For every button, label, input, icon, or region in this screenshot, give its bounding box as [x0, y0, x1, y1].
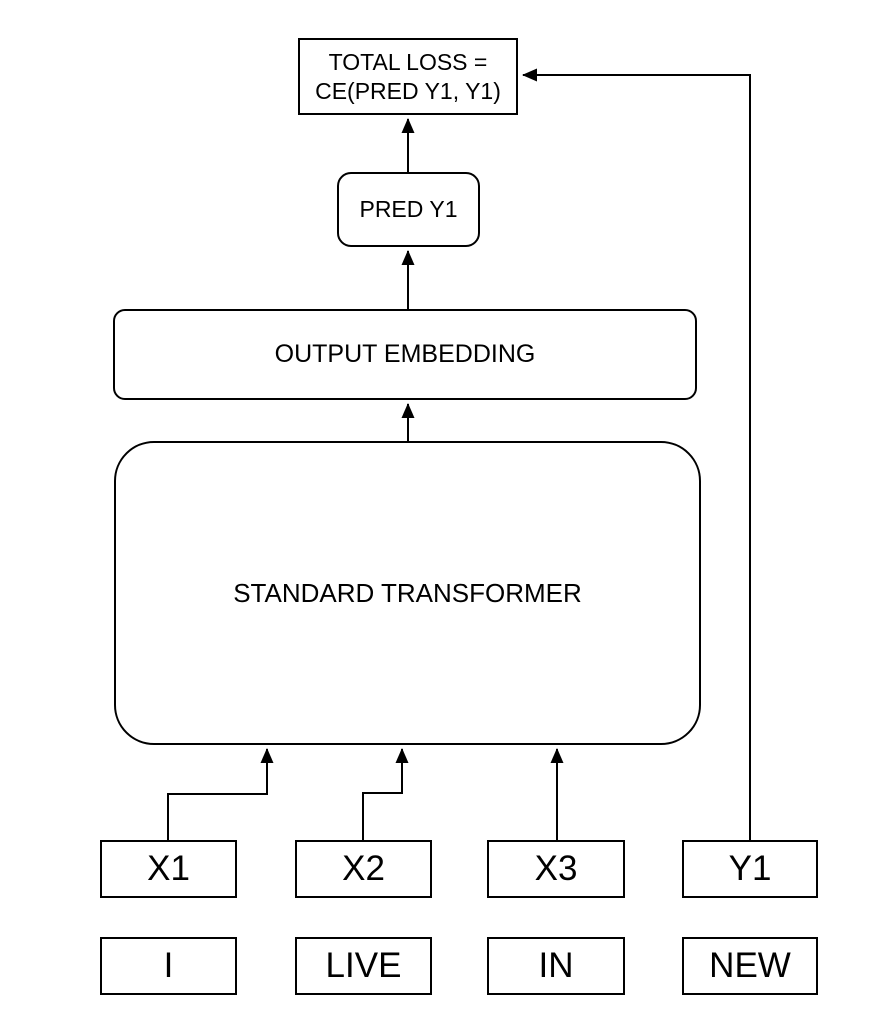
token-node-in: IN [487, 937, 625, 995]
token-node-in-label: IN [538, 946, 574, 986]
input-node-x2-label: X2 [342, 849, 385, 889]
token-node-new: NEW [682, 937, 818, 995]
input-node-x1: X1 [100, 840, 237, 898]
arrow-x2-to-transformer [362, 748, 409, 840]
token-node-i-label: I [163, 946, 174, 986]
token-node-live: LIVE [295, 937, 432, 995]
output-embedding-node: OUTPUT EMBEDDING [113, 309, 697, 400]
input-node-x1-label: X1 [147, 849, 190, 889]
token-node-new-label: NEW [709, 946, 791, 986]
pred-y1-node: PRED Y1 [337, 172, 480, 247]
standard-transformer-node: STANDARD TRANSFORMER [114, 441, 701, 745]
total-loss-line1: TOTAL LOSS = [328, 48, 488, 75]
output-embedding-label: OUTPUT EMBEDDING [274, 339, 536, 368]
input-node-y1-label: Y1 [728, 849, 772, 889]
input-node-y1: Y1 [682, 840, 818, 898]
standard-transformer-label: STANDARD TRANSFORMER [233, 577, 582, 608]
input-node-x3: X3 [487, 840, 625, 898]
arrow-x1-to-transformer [167, 748, 274, 840]
total-loss-node: TOTAL LOSS = CE(PRED Y1, Y1) [298, 38, 518, 115]
total-loss-line2: CE(PRED Y1, Y1) [315, 77, 501, 104]
token-node-i: I [100, 937, 237, 995]
input-node-x2: X2 [295, 840, 432, 898]
token-node-live-label: LIVE [325, 946, 402, 986]
input-node-x3-label: X3 [534, 849, 578, 889]
pred-y1-label: PRED Y1 [359, 196, 458, 223]
